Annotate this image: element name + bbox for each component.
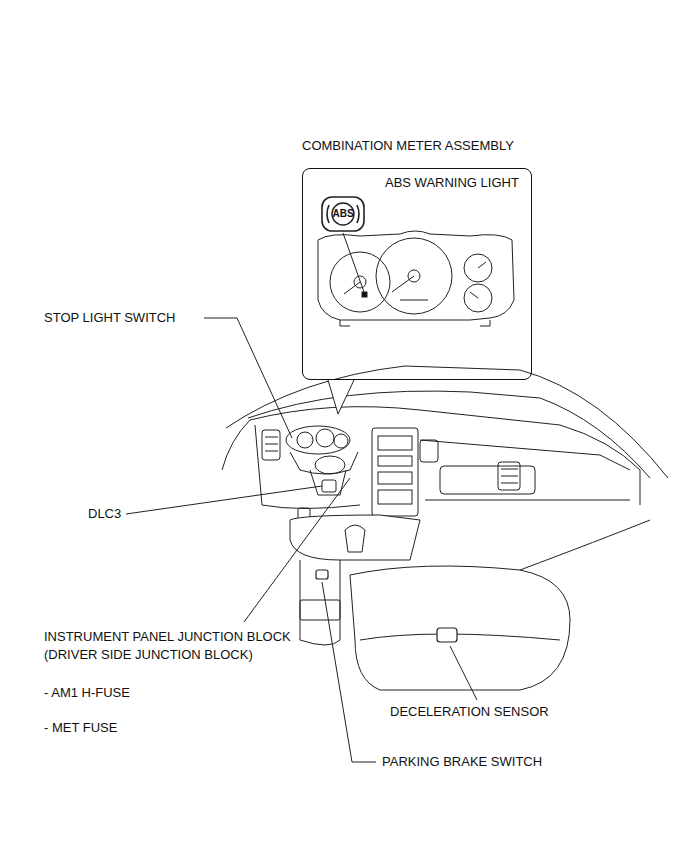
box-frame: ABS WARNING LIGHT	[302, 168, 532, 380]
part-label: DLC3	[88, 505, 121, 523]
meter-callout-box: COMBINATION METER ASSEMBLY ABS WARNING LI…	[302, 138, 532, 380]
fuse-label: - MET FUSE	[44, 719, 117, 737]
fuse-label: - AM1 H-FUSE	[44, 684, 130, 702]
part-label: STOP LIGHT SWITCH	[44, 309, 175, 327]
box-heading: COMBINATION METER ASSEMBLY	[302, 138, 532, 154]
part-label: INSTRUMENT PANEL JUNCTION BLOCK (DRIVER …	[44, 628, 306, 664]
part-label: DECELERATION SENSOR	[390, 703, 549, 721]
part-label: PARKING BRAKE SWITCH	[382, 753, 542, 771]
icon-text: ABS	[329, 206, 357, 222]
part-label: ABS WARNING LIGHT	[385, 175, 519, 191]
